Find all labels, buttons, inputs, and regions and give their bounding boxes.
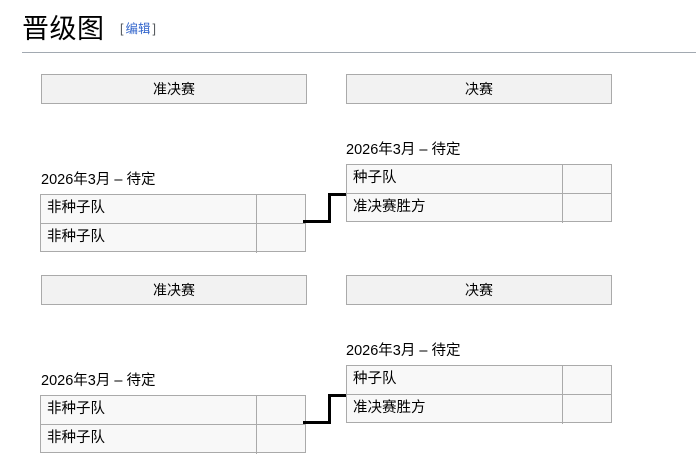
match-semifinal-lower: 非种子队 非种子队 <box>40 395 306 454</box>
date-label-final-lower: 2026年3月 – 待定 <box>346 343 461 359</box>
team-score <box>257 425 305 454</box>
team-score <box>257 195 305 223</box>
date-label-semifinal-upper: 2026年3月 – 待定 <box>41 172 156 188</box>
team-name: 非种子队 <box>41 396 257 424</box>
table-row: 非种子队 <box>41 425 305 454</box>
team-score <box>563 194 611 223</box>
team-score <box>257 396 305 424</box>
page-title: 晋级图 <box>22 14 105 44</box>
round-header-semifinal-upper: 准决赛 <box>41 74 307 104</box>
connector-lower-arm <box>303 220 331 223</box>
edit-section-link[interactable]: 编辑 <box>125 22 151 36</box>
team-score <box>563 165 611 193</box>
table-row: 非种子队 <box>41 195 305 224</box>
table-row: 种子队 <box>347 366 611 395</box>
team-name: 种子队 <box>347 366 563 394</box>
bracket-connector-upper <box>303 193 347 223</box>
team-name: 非种子队 <box>41 195 257 223</box>
connector-lower-arm <box>303 421 331 424</box>
match-final-lower: 种子队 准决赛胜方 <box>346 365 612 424</box>
table-row: 种子队 <box>347 165 611 194</box>
edit-section-wrapper: [编辑] <box>120 18 156 37</box>
edit-bracket-close: ] <box>152 22 156 36</box>
team-name: 准决赛胜方 <box>347 395 563 424</box>
heading-divider <box>22 52 696 53</box>
team-score <box>563 366 611 394</box>
round-header-semifinal-lower: 准决赛 <box>41 275 307 305</box>
team-name: 非种子队 <box>41 425 257 454</box>
connector-vertical <box>328 394 331 424</box>
match-semifinal-upper: 非种子队 非种子队 <box>40 194 306 253</box>
bracket-connector-lower <box>303 394 347 424</box>
team-score <box>563 395 611 424</box>
connector-vertical <box>328 193 331 223</box>
match-final-upper: 种子队 准决赛胜方 <box>346 164 612 223</box>
team-name: 非种子队 <box>41 224 257 253</box>
team-name: 种子队 <box>347 165 563 193</box>
team-name: 准决赛胜方 <box>347 194 563 223</box>
round-header-final-lower: 决赛 <box>346 275 612 305</box>
table-row: 非种子队 <box>41 396 305 425</box>
date-label-semifinal-lower: 2026年3月 – 待定 <box>41 373 156 389</box>
team-score <box>257 224 305 253</box>
connector-upper-arm <box>328 394 347 397</box>
table-row: 非种子队 <box>41 224 305 253</box>
section-heading: 晋级图 [编辑] <box>22 14 696 52</box>
round-header-final-upper: 决赛 <box>346 74 612 104</box>
table-row: 准决赛胜方 <box>347 395 611 424</box>
edit-bracket-open: [ <box>119 22 124 36</box>
table-row: 准决赛胜方 <box>347 194 611 223</box>
date-label-final-upper: 2026年3月 – 待定 <box>346 142 461 158</box>
connector-upper-arm <box>328 193 347 196</box>
